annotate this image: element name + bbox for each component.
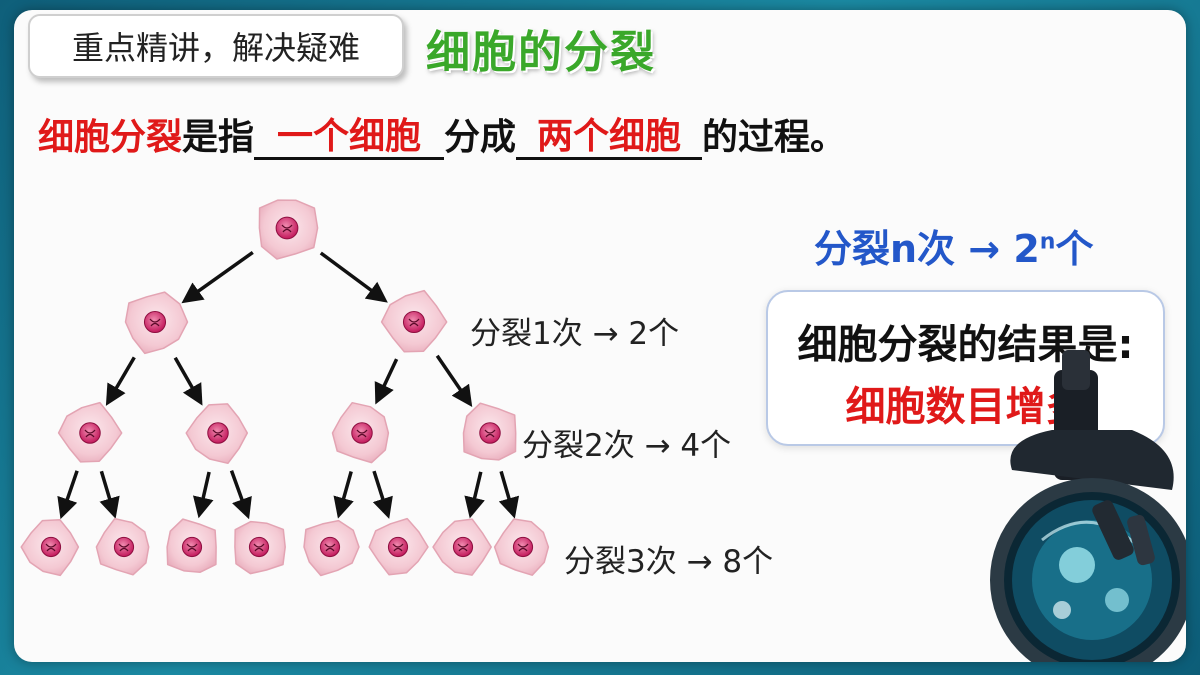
cell-level-2-1: [185, 403, 249, 465]
division-level-2: 分裂2次 → 4个: [522, 428, 732, 464]
cell-level-2-3: [462, 402, 517, 461]
page-title: 细胞的分裂: [426, 27, 656, 78]
answer-blank-1: 一个细胞: [254, 117, 445, 160]
definition-text-1: 是指: [182, 117, 255, 158]
cell-level-3-2: [166, 518, 217, 573]
division-level-3: 分裂3次 → 8个: [564, 544, 774, 580]
division-arrow-2-3-1: [498, 470, 520, 519]
division-arrow-1-0-0: [105, 356, 136, 406]
division-arrow-2-3-0: [464, 471, 485, 519]
slide: 重点精讲，解决疑难 细胞的分裂 细胞分裂 是指 一个细胞 分成 两个细胞 的过程…: [14, 10, 1186, 662]
cell-level-3-5: [368, 517, 429, 576]
division-arrow-0-0-1: [319, 251, 388, 303]
answer-blank-2: 两个细胞: [516, 117, 703, 160]
result-value: 细胞数目增多: [845, 384, 1086, 430]
division-arrow-1-1-0: [374, 358, 399, 405]
division-arrow-2-1-1: [229, 470, 252, 520]
definition-text-2: 分成: [444, 117, 517, 158]
division-arrow-1-1-1: [435, 354, 473, 407]
division-arrow-1-0-1: [173, 356, 203, 406]
cell-level-2-2: [331, 401, 390, 464]
definition-term: 细胞分裂: [38, 117, 183, 158]
cell-level-3-7: [493, 518, 550, 576]
formula-right: 个: [1055, 227, 1094, 271]
cell-level-3-3: [234, 520, 286, 575]
division-arrow-0-0-0: [181, 250, 254, 304]
cell-level-1-1: [380, 289, 448, 353]
definition-sentence: 细胞分裂 是指 一个细胞 分成 两个细胞 的过程。: [38, 108, 846, 160]
division-arrow-2-0-0: [57, 470, 79, 520]
division-arrow-2-2-1: [372, 470, 393, 519]
division-arrow-2-1-0: [192, 471, 214, 519]
cell-level-2-0: [57, 401, 123, 463]
definition-text-3: 的过程。: [702, 117, 847, 158]
division-arrow-2-0-1: [99, 470, 120, 519]
cell-level-3-0: [20, 518, 80, 577]
cell-level-1-0: [124, 291, 189, 355]
cell-level-3-6: [432, 518, 492, 576]
division-level-1: 分裂1次 → 2个: [470, 316, 680, 352]
cell-division-tree: [20, 199, 550, 577]
division-arrow-2-2-0: [333, 471, 354, 519]
microscope-illustration: [990, 350, 1186, 662]
cell-level-0-0: [258, 199, 319, 260]
cell-level-3-1: [95, 517, 150, 576]
section-tag: 重点精讲，解决疑难: [28, 14, 404, 78]
formula-left: 分裂n次 → 2: [814, 227, 1040, 271]
cell-level-3-4: [303, 519, 360, 577]
division-formula: 分裂n次 → 2n个: [814, 218, 1093, 273]
formula-exponent: n: [1039, 229, 1056, 255]
